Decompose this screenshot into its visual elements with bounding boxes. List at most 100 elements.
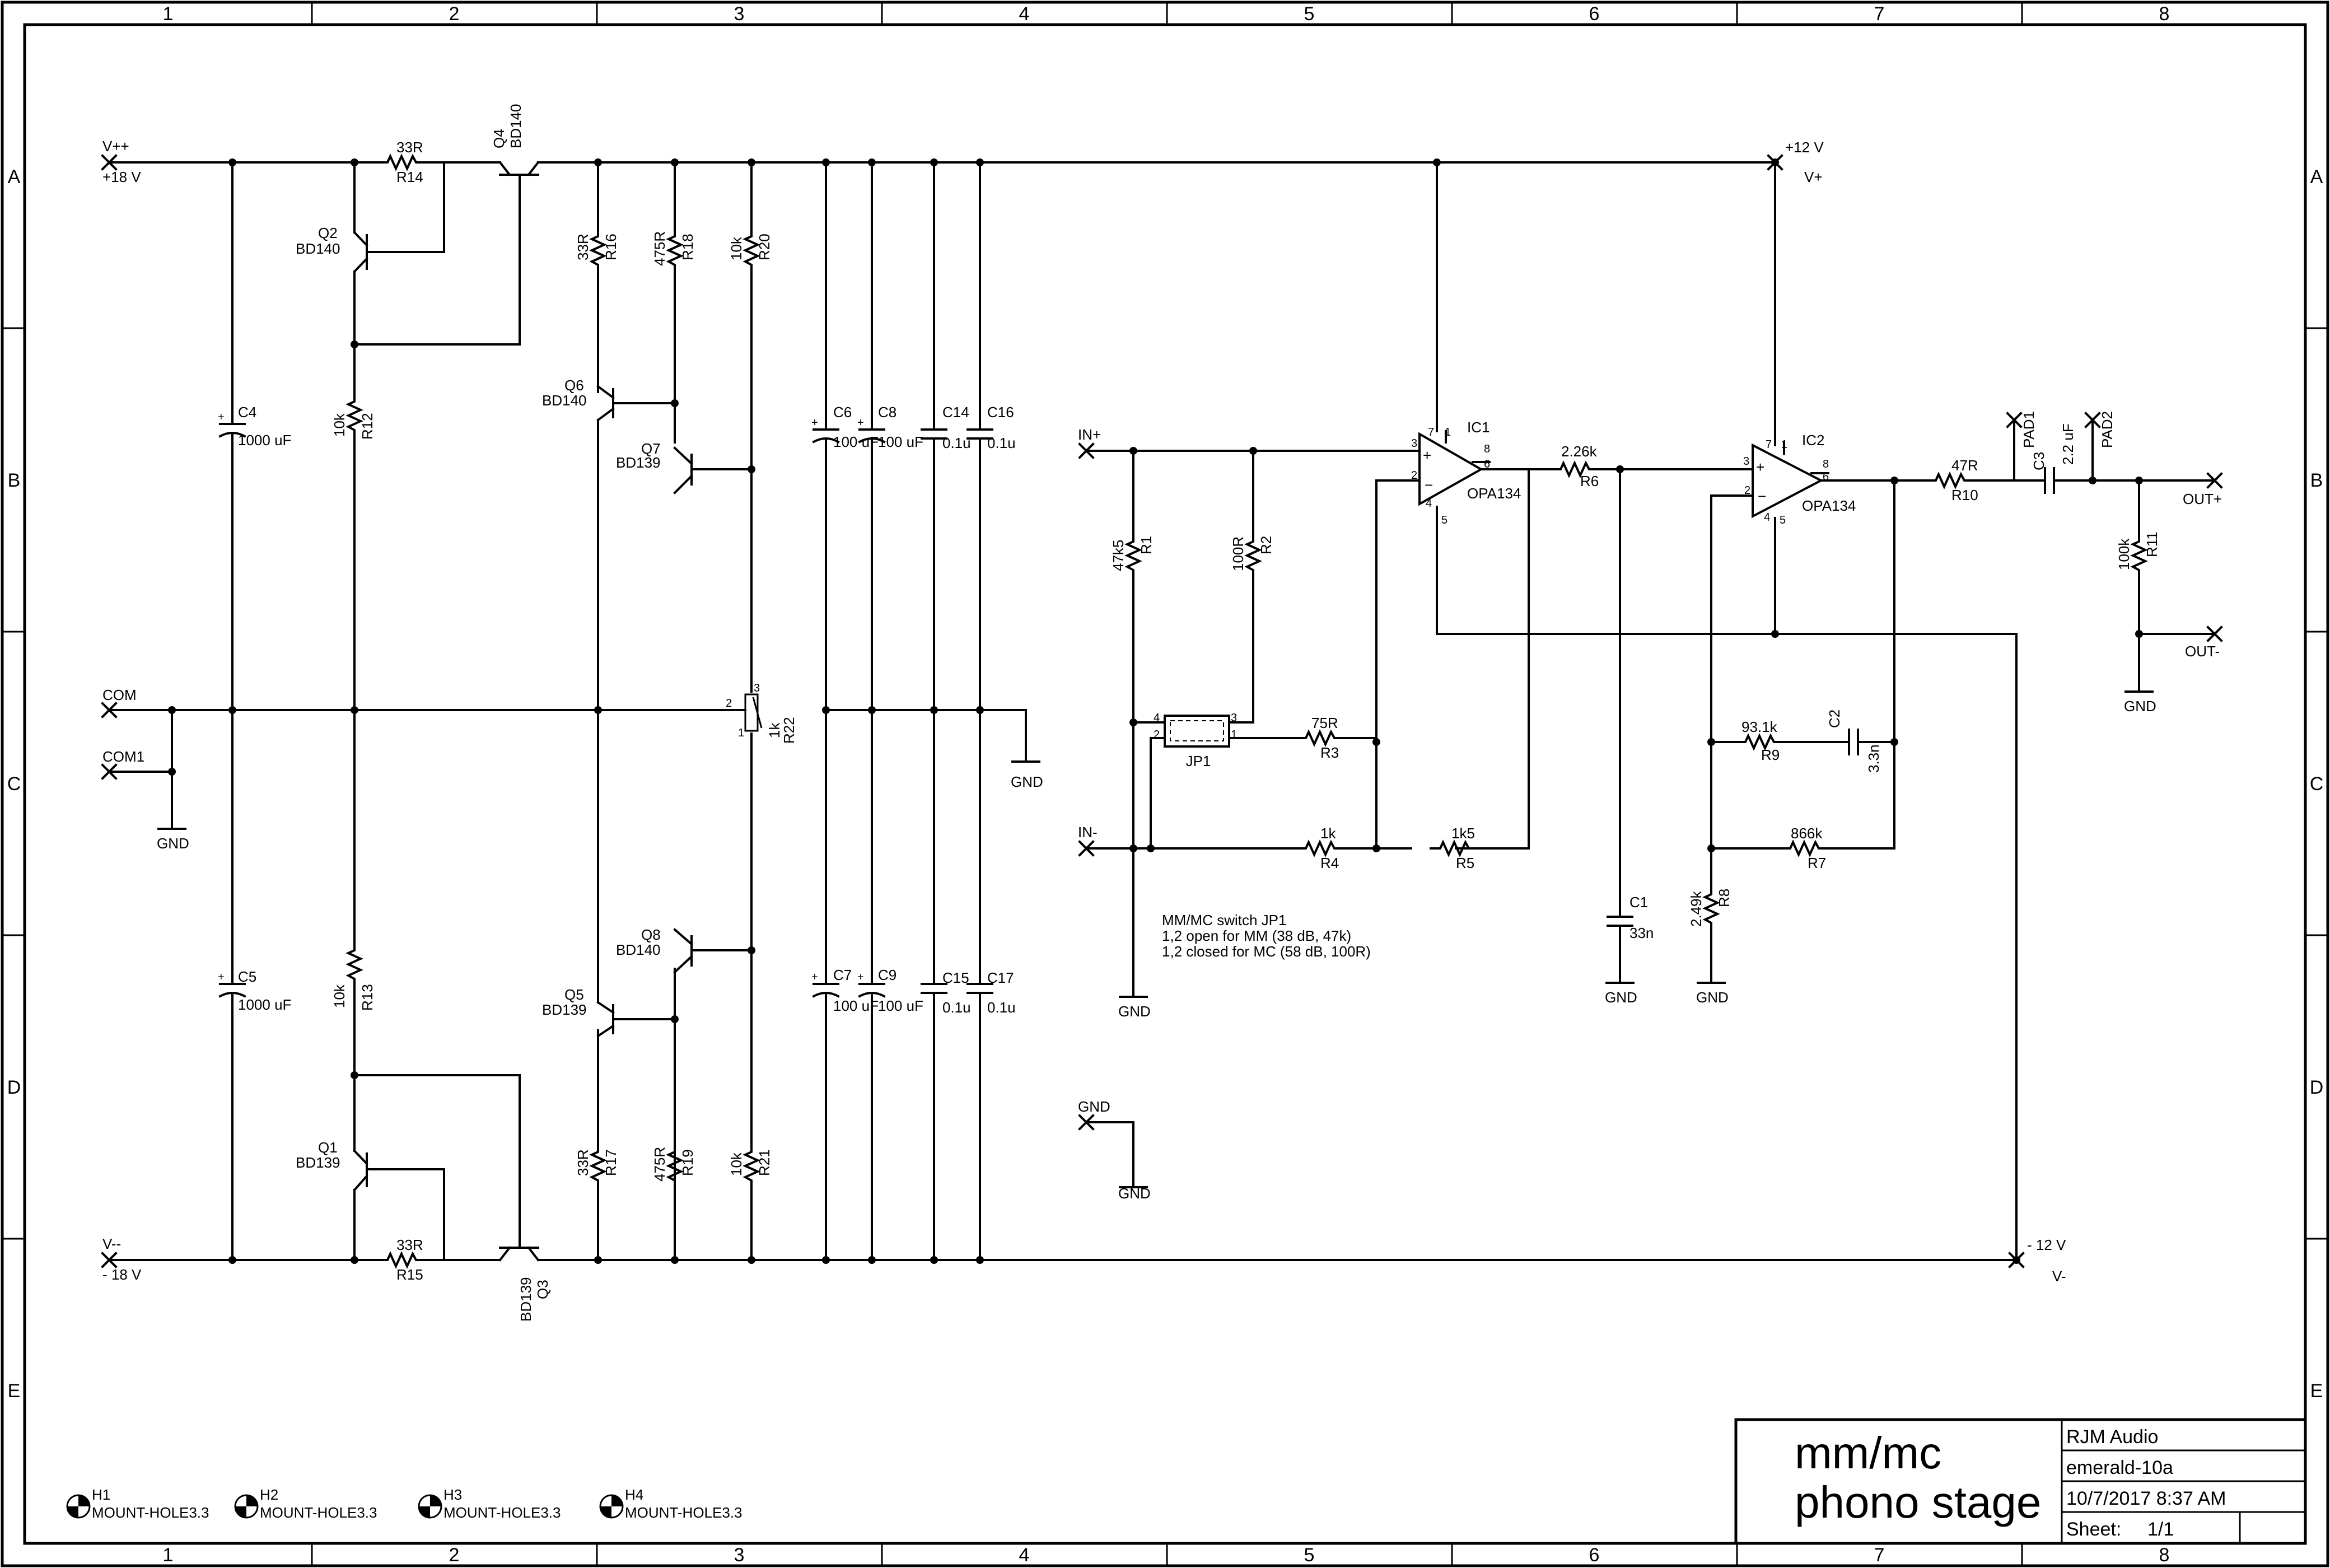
svg-text:R17: R17	[603, 1149, 619, 1176]
svg-text:2.2 uF: 2.2 uF	[2060, 423, 2076, 465]
svg-text:4: 4	[1764, 511, 1770, 524]
transistor-q6: Q6 BD140	[542, 377, 615, 422]
trimmer-r22: 2 1 3 1k R22	[726, 682, 797, 744]
svg-text:2.49k: 2.49k	[1688, 890, 1705, 927]
resistor-r12: 10k R12	[331, 391, 376, 444]
svg-text:8: 8	[1823, 458, 1829, 470]
svg-text:3: 3	[1743, 455, 1749, 468]
zone-col-2: 2	[449, 3, 460, 25]
zone-col-2-bottom: 2	[449, 1544, 460, 1566]
svg-text:R3: R3	[1320, 744, 1339, 761]
port-com1: COM1	[102, 748, 144, 765]
document-date: 10/7/2017 8:37 AM	[2066, 1488, 2226, 1509]
port-12v-pos: +12 V	[1785, 139, 1824, 156]
svg-text:7: 7	[1766, 438, 1772, 451]
zone-col-4-bottom: 4	[1019, 1544, 1030, 1566]
transistor-q8: Q8 BD140	[616, 926, 693, 974]
zone-row-b: B	[8, 470, 21, 491]
jumper-jp1: 4 2 3 1 JP1	[1154, 712, 1237, 769]
gnd-label-c1: GND	[1605, 989, 1637, 1006]
svg-text:IC2: IC2	[1802, 432, 1824, 449]
svg-text:100 uF: 100 uF	[878, 433, 923, 450]
port-gnd-test: GND	[1078, 1098, 1110, 1115]
transistor-q2: Q2 BD140	[296, 225, 368, 273]
note-line-1: MM/MC switch JP1	[1162, 912, 1286, 928]
svg-text:OPA134: OPA134	[1467, 485, 1521, 502]
gnd-label-out: GND	[2124, 698, 2156, 715]
gnd-label-caps: GND	[1011, 773, 1043, 790]
svg-text:47k5: 47k5	[1110, 540, 1127, 571]
svg-text:C14: C14	[942, 404, 969, 421]
port-vmm: V--	[102, 1235, 121, 1252]
company-name: RJM Audio	[2066, 1426, 2158, 1448]
svg-text:3: 3	[754, 682, 760, 694]
svg-text:33n: 33n	[1629, 925, 1654, 941]
svg-text:10k: 10k	[728, 1152, 745, 1176]
svg-text:7: 7	[1428, 426, 1434, 438]
amp-wires	[1085, 161, 2216, 1261]
svg-text:1k: 1k	[1320, 825, 1336, 842]
zone-labels: 1 2 3 4 5 6 7 8 1 2 3 4 5 6 7 8 A B C D …	[7, 3, 2324, 1566]
transistor-q1: Q1 BD139	[296, 1139, 368, 1192]
svg-text:BD139: BD139	[517, 1277, 534, 1322]
transistor-q4: Q4 BD140	[491, 104, 540, 186]
svg-text:R6: R6	[1580, 473, 1599, 489]
title-block: mm/mc phono stage RJM Audio emerald-10a …	[1734, 1418, 2307, 1545]
svg-text:33R: 33R	[396, 1236, 423, 1253]
sheet-value: 1/1	[2147, 1519, 2174, 1540]
svg-text:10k: 10k	[331, 413, 348, 437]
zone-row-d-right: D	[2310, 1077, 2324, 1098]
svg-text:Q3: Q3	[534, 1280, 551, 1299]
svg-text:R9: R9	[1761, 746, 1780, 763]
svg-text:1: 1	[738, 727, 744, 739]
svg-text:R12: R12	[359, 413, 376, 440]
transistor-q3: BD139 Q3	[498, 1236, 551, 1322]
svg-text:+: +	[1756, 459, 1764, 475]
svg-text:−: −	[1758, 488, 1766, 505]
svg-text:Q4: Q4	[491, 129, 507, 148]
pad2-label: PAD2	[2099, 411, 2116, 448]
svg-text:5: 5	[1441, 514, 1448, 526]
port-vplus: V+	[1804, 169, 1823, 185]
svg-text:BD140: BD140	[507, 104, 524, 149]
svg-text:C9: C9	[878, 967, 896, 983]
transistor-q5: Q5 BD139	[542, 986, 615, 1038]
svg-text:2.26k: 2.26k	[1561, 443, 1598, 460]
svg-text:1: 1	[1231, 729, 1237, 741]
zone-row-d: D	[7, 1077, 21, 1098]
svg-text:C7: C7	[833, 967, 852, 983]
opamp-ic1: + − 3 2 7 1 8 6 4 5 IC1 OPA134	[1410, 419, 1521, 526]
svg-text:R10: R10	[1951, 487, 1978, 503]
svg-text:+: +	[1423, 447, 1431, 464]
svg-text:H2: H2	[260, 1486, 278, 1503]
svg-text:4: 4	[1426, 497, 1432, 510]
svg-text:3: 3	[1231, 712, 1237, 724]
svg-text:R22: R22	[781, 717, 797, 744]
svg-text:BD139: BD139	[296, 1154, 340, 1171]
zone-row-c-right: C	[2310, 773, 2324, 795]
svg-text:10k: 10k	[331, 984, 348, 1008]
zone-col-6-bottom: 6	[1589, 1544, 1600, 1566]
design-notes: MM/MC switch JP1 1,2 open for MM (38 dB,…	[1162, 912, 1371, 960]
svg-text:R11: R11	[2144, 531, 2160, 557]
svg-text:Q6: Q6	[564, 377, 584, 394]
zone-col-5: 5	[1304, 3, 1315, 25]
svg-text:C8: C8	[878, 404, 896, 421]
svg-text:C3: C3	[2030, 452, 2047, 470]
svg-text:R16: R16	[603, 234, 619, 260]
